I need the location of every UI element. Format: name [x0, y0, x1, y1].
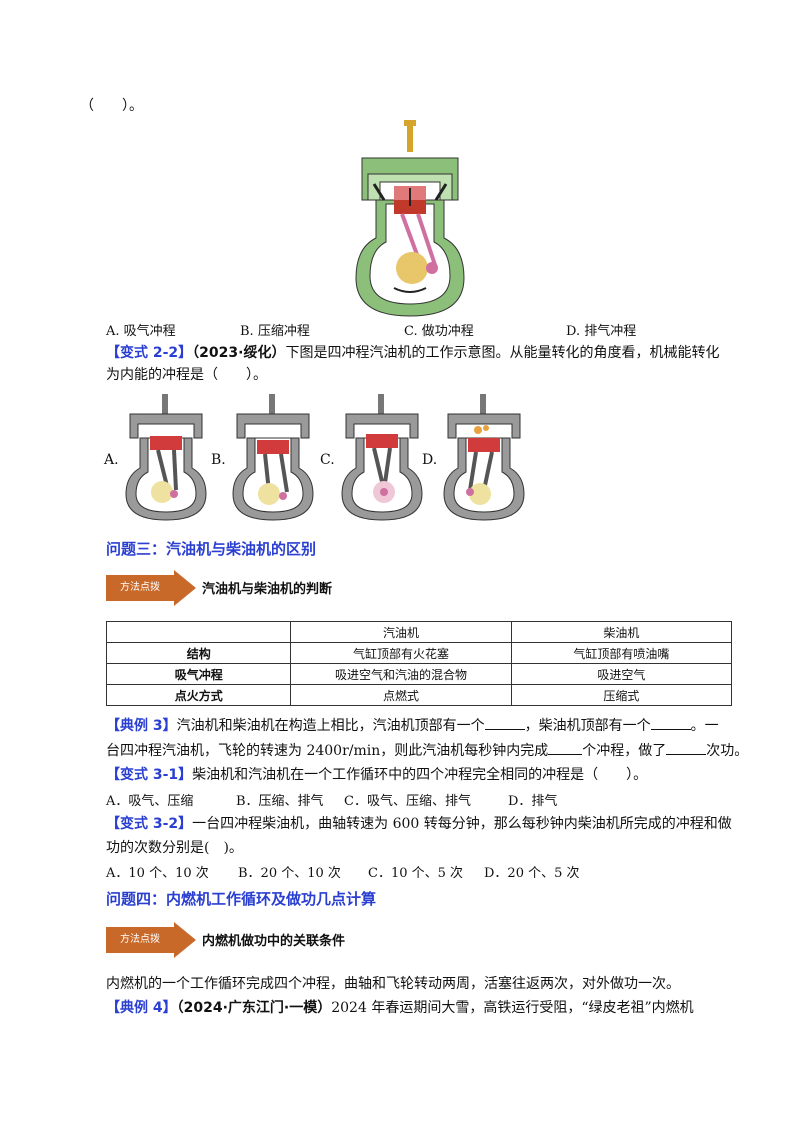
arrow-icon [174, 570, 196, 606]
question-text: 个冲程，做了 [582, 743, 667, 759]
question-end-text: （ ）。 [80, 98, 143, 114]
option-b: B. 压缩冲程 [240, 324, 310, 339]
example-3-line1: 【典例 3】汽油机和柴油机在构造上相比，汽油机顶部有一个 ，柴油机顶部有一个 。一 [106, 716, 719, 736]
option-a: A．10 个、10 次 [106, 866, 209, 881]
variant-tag: 【变式 3-1】 [106, 767, 193, 783]
option-a: A. 吸气冲程 [106, 324, 176, 339]
engine-label-b: B. [211, 452, 226, 468]
engine-diagram-large [355, 120, 465, 317]
question-text: 一台四冲程柴油机，曲轴转速为 600 转每分钟，那么每秒钟内柴油机所完成的冲程和… [192, 816, 732, 832]
option-d: D．排气 [508, 794, 558, 809]
variant-tag: 【变式 3-2】 [106, 816, 193, 832]
option-c: C. 做功冲程 [404, 324, 474, 339]
question-text: 台四冲程汽油机，飞轮的转速为 2400r/min，则此汽油机每秒钟内完成 [106, 743, 549, 759]
option-b: B．压缩、排气 [236, 794, 324, 809]
example-tag: 【典例 3】 [106, 718, 177, 734]
option-c: C．吸气、压缩、排气 [344, 794, 471, 809]
table-row: 点火方式 点燃式 压缩式 [105, 684, 733, 706]
option-d: D．20 个、5 次 [484, 866, 580, 881]
question-text: 汽油机和柴油机在构造上相比，汽油机顶部有一个 [176, 718, 485, 734]
example-4-line: 【典例 4】（2024·广东江门·一模）2024 年春运期间大雪，高铁运行受阻，… [106, 998, 694, 1018]
table-row-header: 点火方式 [105, 684, 292, 706]
question-text: 2024 年春运期间大雪，高铁运行受阻，“绿皮老祖”内燃机 [331, 1000, 694, 1016]
answer-blank [666, 754, 707, 755]
engine-label-d: D. [422, 452, 438, 468]
option-d: D. 排气冲程 [566, 324, 637, 339]
comparison-table: 汽油机 柴油机 结构 气缸顶部有火花塞 气缸顶部有喷油嘴 吸气冲程 吸进空气和汽… [105, 621, 733, 706]
variant-2-2-line2: 为内能的冲程是（ ）。 [106, 367, 267, 383]
table-row: 结构 气缸顶部有火花塞 气缸顶部有喷油嘴 [105, 642, 733, 664]
option-c: C．10 个、5 次 [368, 866, 464, 881]
example-tag: 【典例 4】 [106, 1000, 177, 1016]
table-cell: 气缸顶部有火花塞 [290, 642, 512, 664]
table-cell: 柴油机 [510, 621, 733, 643]
example-3-line2: 台四冲程汽油机，飞轮的转速为 2400r/min，则此汽油机每秒钟内完成 个冲程，… [106, 741, 748, 761]
option-b: B．20 个、10 次 [238, 866, 341, 881]
variant-3-2-line2: 功的次数分别是( )。 [106, 840, 243, 856]
question-text: 次功。 [706, 743, 749, 759]
answer-blank [548, 754, 583, 755]
table-cell: 气缸顶部有喷油嘴 [510, 642, 733, 664]
badge-label: 内燃机做功中的关联条件 [202, 934, 346, 949]
answer-blank [484, 729, 525, 730]
source-tag: （2023·绥化） [192, 345, 286, 361]
answer-blank [650, 729, 691, 730]
badge-text: 方法点拨 [106, 927, 174, 953]
table-row: 汽油机 柴油机 [105, 621, 733, 643]
engine-diagram-d [443, 394, 525, 521]
method-badge-3: 方法点拨 汽油机与柴油机的判断 [106, 570, 426, 606]
table-row-header: 吸气冲程 [105, 663, 292, 685]
question-text: 柴油机和汽油机在一个工作循环中的四个冲程完全相同的冲程是（ ）。 [192, 767, 648, 783]
table-cell: 压缩式 [510, 684, 733, 706]
variant-2-2-line1: 【变式 2-2】（2023·绥化）下图是四冲程汽油机的工作示意图。从能量转化的角… [106, 343, 719, 363]
engine-diagram-c [341, 394, 423, 521]
method-badge-4: 方法点拨 内燃机做功中的关联条件 [106, 922, 426, 958]
table-cell: 吸进空气 [510, 663, 733, 685]
engine-label-c: C. [320, 452, 335, 468]
section-4-text: 内燃机的一个工作循环完成四个冲程，曲轴和飞轮转动两周，活塞往返两次，对外做功一次… [106, 976, 680, 992]
question-text: 下图是四冲程汽油机的工作示意图。从能量转化的角度看，机械能转化 [285, 345, 720, 361]
variant-3-2-line1: 【变式 3-2】一台四冲程柴油机，曲轴转速为 600 转每分钟，那么每秒钟内柴油… [106, 814, 732, 834]
variant-tag: 【变式 2-2】 [106, 345, 193, 361]
engine-diagram-a [125, 394, 207, 521]
table-row: 吸气冲程 吸进空气和汽油的混合物 吸进空气 [105, 663, 733, 685]
question-text: ，柴油机顶部有一个 [524, 718, 651, 734]
table-cell [105, 621, 292, 643]
engine-label-a: A. [104, 452, 119, 468]
badge-text: 方法点拨 [106, 575, 174, 601]
source-tag: （2024·广东江门·一模） [176, 1000, 332, 1016]
table-row-header: 结构 [105, 642, 292, 664]
engine-diagram-b [232, 394, 314, 521]
option-a: A．吸气、压缩 [106, 794, 194, 809]
section-4-heading: 问题四：内燃机工作循环及做功几点计算 [106, 890, 377, 908]
variant-3-1-line: 【变式 3-1】柴油机和汽油机在一个工作循环中的四个冲程完全相同的冲程是（ ）。 [106, 765, 647, 785]
table-cell: 汽油机 [290, 621, 512, 643]
badge-label: 汽油机与柴油机的判断 [202, 582, 333, 597]
arrow-icon [174, 922, 196, 958]
table-cell: 吸进空气和汽油的混合物 [290, 663, 512, 685]
question-text: 。一 [690, 718, 719, 734]
table-cell: 点燃式 [290, 684, 512, 706]
section-3-heading: 问题三：汽油机与柴油机的区别 [106, 540, 317, 558]
